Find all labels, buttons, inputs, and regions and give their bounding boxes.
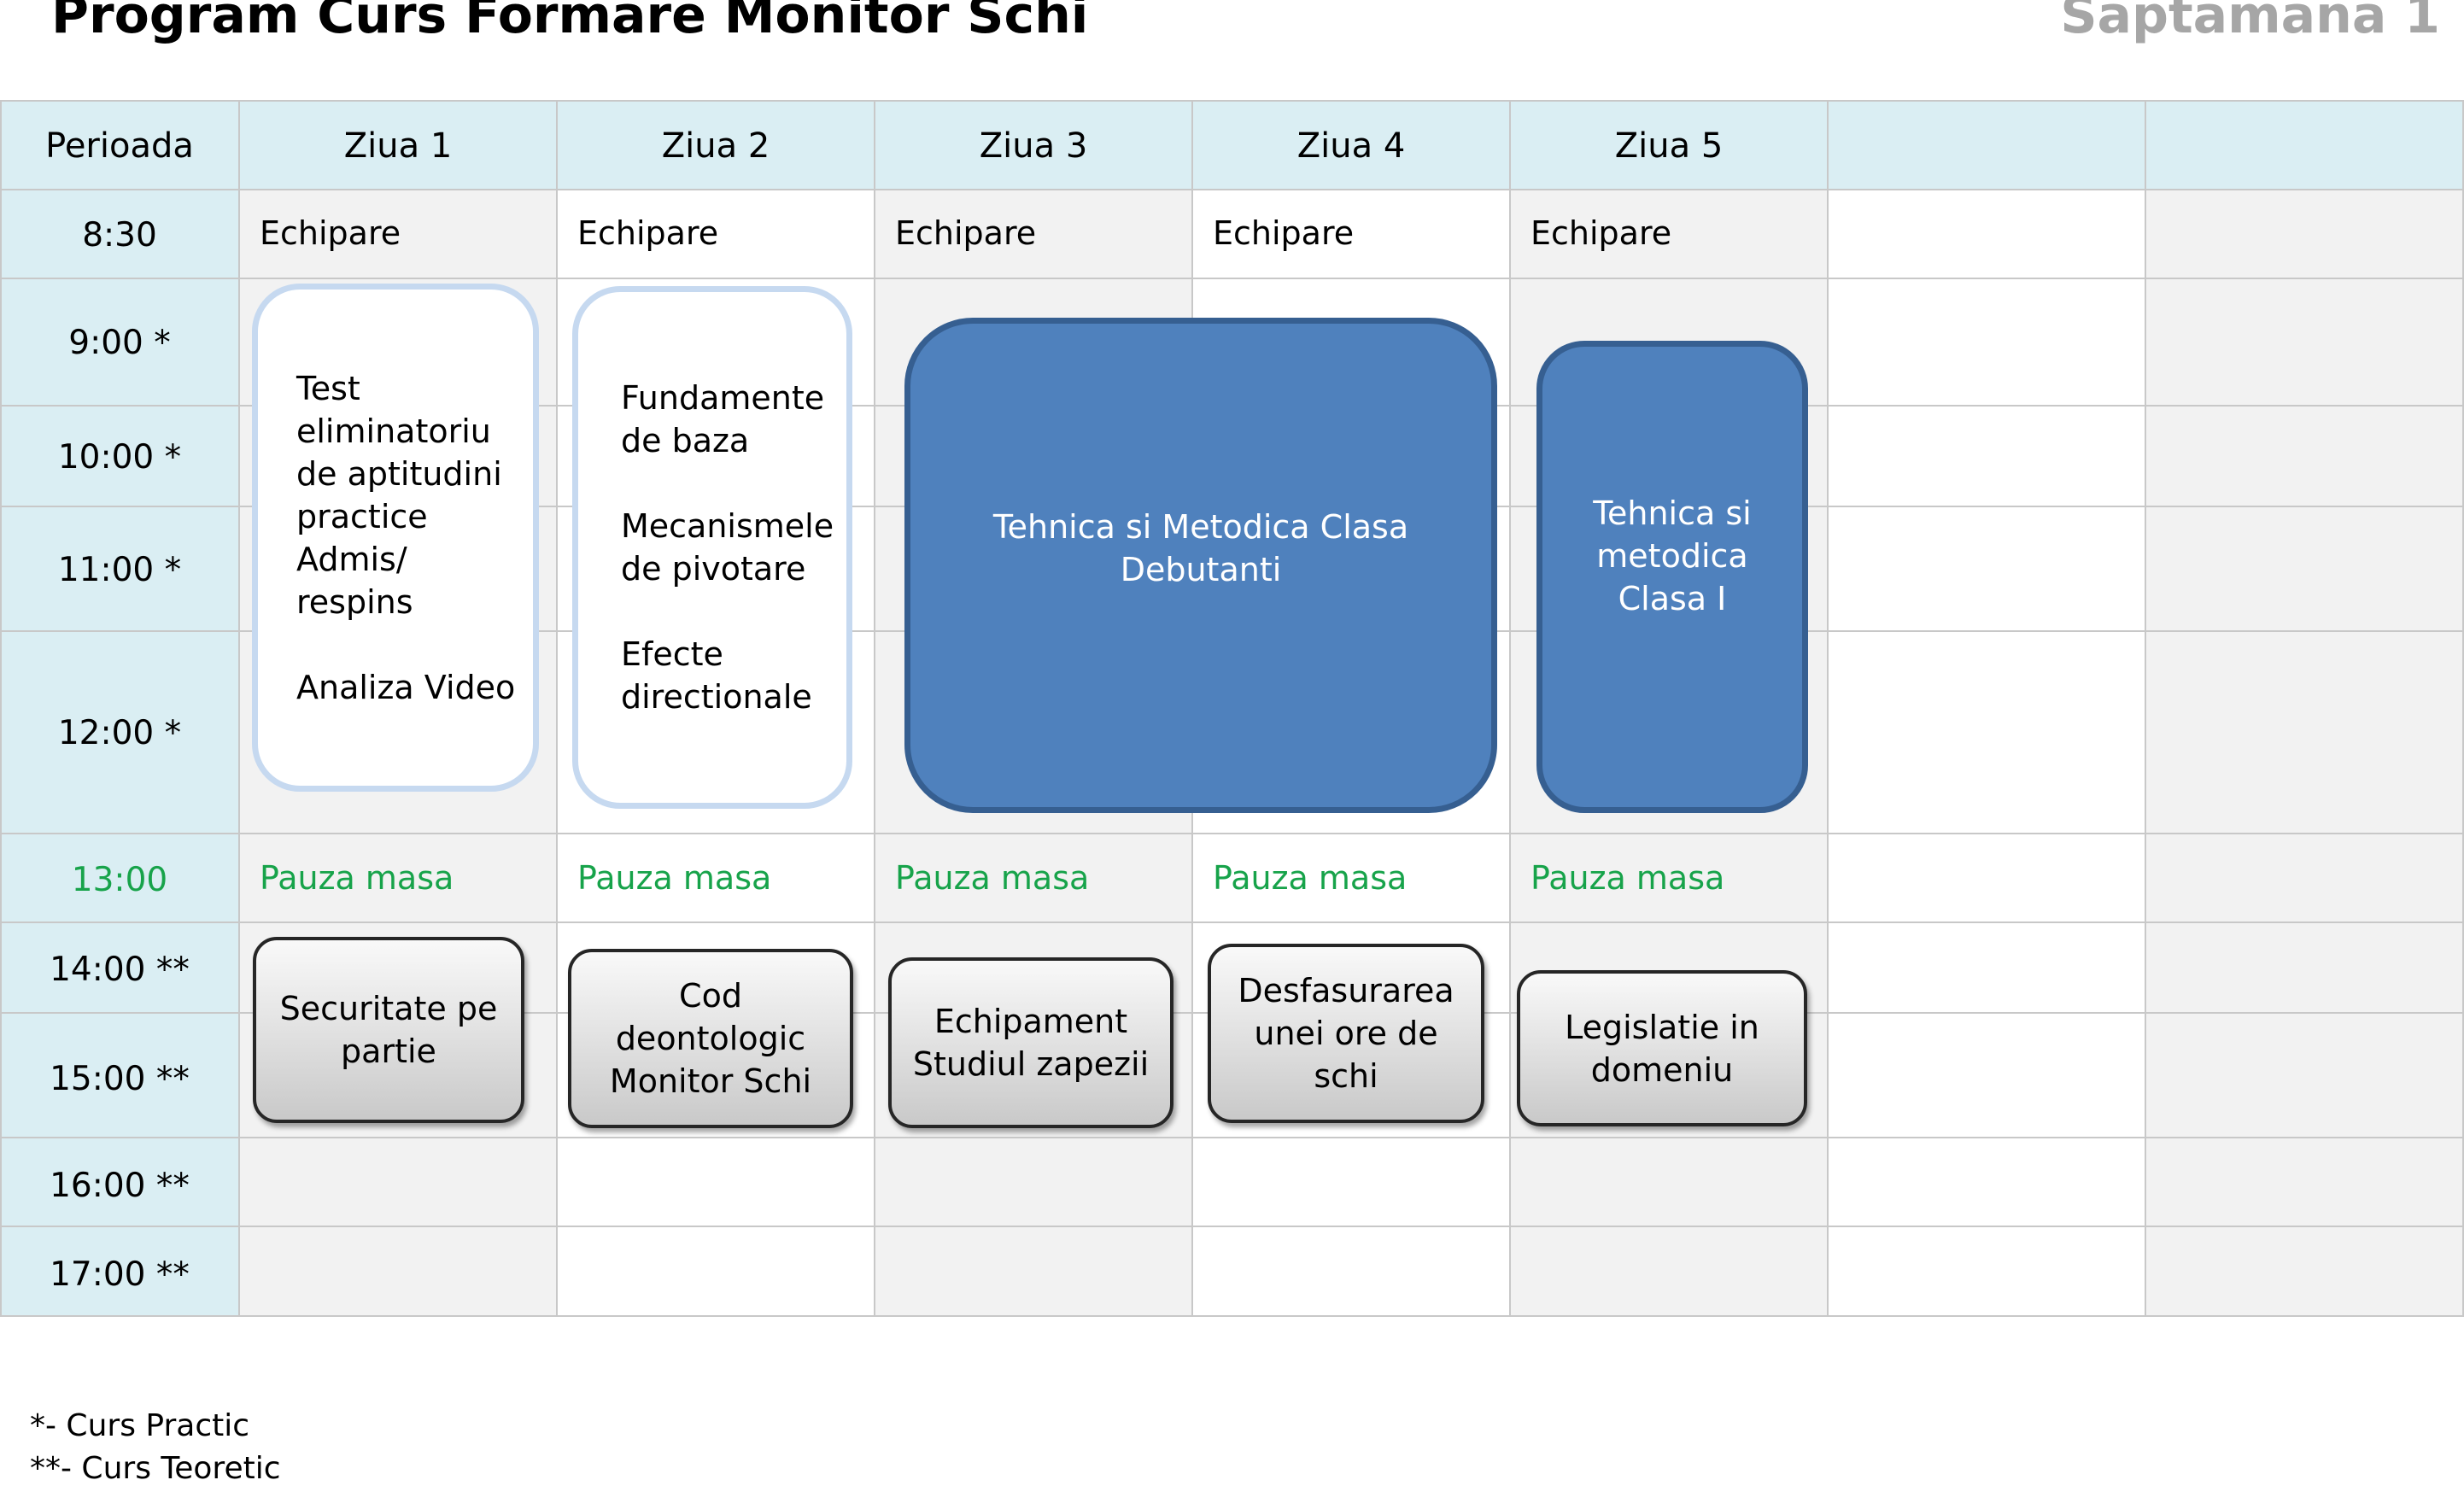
grid-line: [238, 100, 240, 1317]
time-slot: 12:00 *: [57, 714, 182, 752]
grid-line: [0, 833, 2464, 834]
schedule-table: Perioada Ziua 1 Ziua 2 Ziua 3 Ziua 4 Ziu…: [0, 100, 2464, 1317]
lunch-cell: Pauza masa: [577, 859, 772, 897]
day5-practical-text: Tehnica si metodica Clasa I: [1593, 494, 1752, 617]
day1-theory-box: Securitate pe partie: [253, 937, 524, 1123]
day4-theory-text: Desfasurarea unei ore de schi: [1238, 972, 1454, 1095]
time-slot: 10:00 *: [57, 438, 182, 477]
day2-practical-text: Fundamente de baza Mecanismele de pivota…: [621, 379, 834, 716]
day-header: Ziua 3: [979, 126, 1088, 166]
week-label: Saptamana 1: [2060, 0, 2440, 45]
time-slot: 9:00 *: [68, 324, 171, 362]
grid-line: [0, 1315, 2464, 1317]
grid-line: [0, 278, 2464, 279]
header-row-bg: [0, 100, 2464, 189]
day4-theory-box: Desfasurarea unei ore de schi: [1208, 944, 1484, 1123]
equip-cell: Echipare: [1213, 214, 1355, 252]
grid-line: [0, 1137, 2464, 1138]
lunch-cell: Pauza masa: [260, 859, 454, 897]
day2-theory-text: Cod deontologic Monitor Schi: [609, 977, 812, 1100]
day7-column-bg: [2145, 189, 2464, 1317]
equip-cell: Echipare: [260, 214, 401, 252]
grid-line: [1509, 100, 1511, 1317]
grid-line: [0, 189, 2464, 190]
equip-cell: Echipare: [1530, 214, 1672, 252]
equip-cell: Echipare: [577, 214, 719, 252]
grid-line: [1827, 100, 1829, 1317]
time-slot: 16:00 **: [50, 1167, 190, 1205]
grid-line: [0, 1226, 2464, 1227]
day2-practical-box: Fundamente de baza Mecanismele de pivota…: [572, 286, 852, 809]
period-header: Perioada: [45, 126, 194, 166]
grid-line: [2462, 100, 2464, 1317]
grid-line: [0, 100, 2, 1317]
day5-theory-box: Legislatie in domeniu: [1517, 970, 1807, 1126]
grid-line: [874, 100, 875, 1317]
grid-line: [0, 921, 2464, 923]
page-title: Program Curs Formare Monitor Schi: [51, 0, 1089, 45]
day1-practical-text: Test eliminatoriu de aptitudini practice…: [296, 369, 516, 706]
legend-practical: *- Curs Practic: [30, 1408, 250, 1443]
day-header: Ziua 4: [1296, 126, 1406, 166]
time-slot: 11:00 *: [57, 551, 182, 589]
lunch-cell: Pauza masa: [1530, 859, 1725, 897]
day3-4-practical-box: Tehnica si Metodica Clasa Debutanti: [904, 318, 1497, 813]
day3-theory-text: Echipament Studiul zapezii: [912, 1003, 1150, 1083]
time-slot-lunch: 13:00: [71, 861, 168, 899]
period-column-bg: [0, 100, 239, 1317]
grid-line: [0, 100, 2464, 102]
lunch-cell: Pauza masa: [895, 859, 1090, 897]
grid-line: [556, 100, 558, 1317]
time-slot: 14:00 **: [50, 951, 190, 989]
day1-practical-box: Test eliminatoriu de aptitudini practice…: [252, 284, 539, 792]
day-header: Ziua 1: [343, 126, 453, 166]
time-slot: 15:00 **: [50, 1060, 190, 1098]
grid-line: [2145, 100, 2146, 1317]
day3-theory-box: Echipament Studiul zapezii: [888, 957, 1173, 1128]
legend-theoretical: **- Curs Teoretic: [30, 1451, 281, 1486]
day5-practical-box: Tehnica si metodica Clasa I: [1536, 341, 1808, 813]
equip-cell: Echipare: [895, 214, 1037, 252]
day-header: Ziua 5: [1614, 126, 1724, 166]
day2-theory-box: Cod deontologic Monitor Schi: [568, 949, 853, 1128]
lunch-cell: Pauza masa: [1213, 859, 1408, 897]
time-slot: 8:30: [82, 216, 157, 254]
day-header: Ziua 2: [661, 126, 770, 166]
day5-theory-text: Legislatie in domeniu: [1565, 1008, 1759, 1089]
day3-4-practical-text: Tehnica si Metodica Clasa Debutanti: [992, 508, 1409, 588]
time-slot: 17:00 **: [50, 1255, 190, 1294]
day1-theory-text: Securitate pe partie: [279, 990, 498, 1070]
